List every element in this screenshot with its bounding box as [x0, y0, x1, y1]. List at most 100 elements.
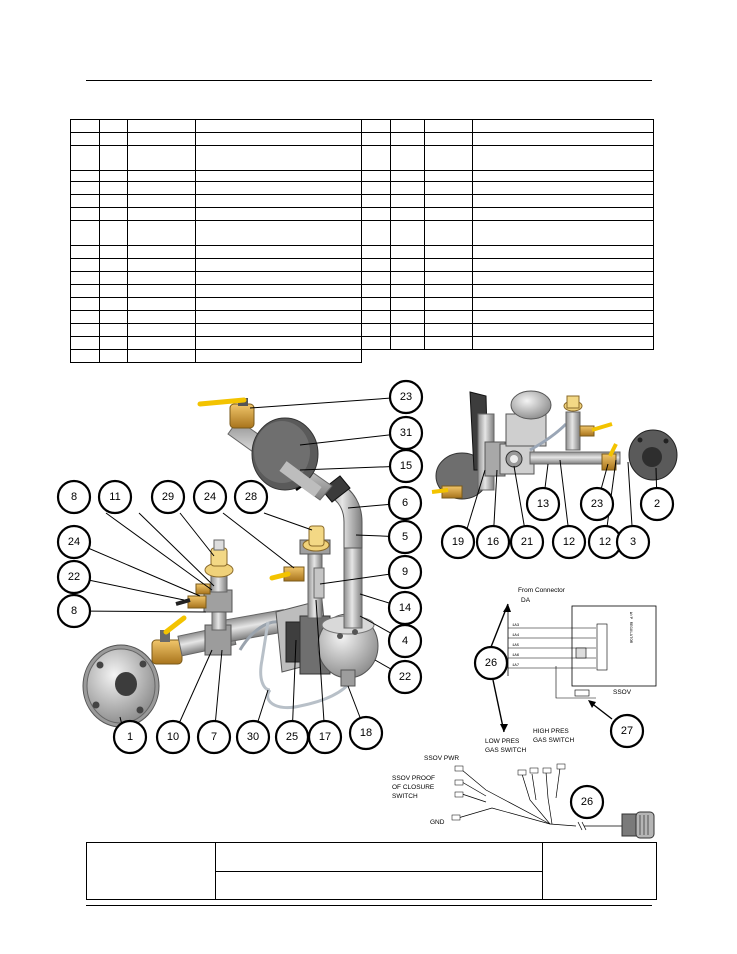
regulator-label: W/P REGULATOR	[628, 612, 633, 644]
svg-text:24: 24	[204, 491, 216, 503]
svg-text:28: 28	[245, 491, 257, 503]
inlet-flange	[82, 644, 160, 728]
callouts: 23 31 15 6 5 9 14 4 22 8 11 29 24 28 24 …	[56, 379, 675, 820]
parts-row	[70, 181, 654, 195]
from-connector-label: From Connector	[518, 587, 566, 594]
callout-16: 16	[475, 524, 511, 560]
wire-label-1: 1A3	[512, 624, 520, 628]
svg-text:8: 8	[71, 605, 77, 617]
low-pres-label: LOW PRES	[485, 738, 520, 745]
parts-row	[70, 271, 654, 285]
svg-text:29: 29	[162, 491, 174, 503]
parts-row	[70, 349, 654, 363]
svg-text:3: 3	[630, 536, 636, 548]
callout-9: 9	[387, 554, 423, 590]
svg-text:22: 22	[399, 671, 411, 683]
callout-24-top: 24	[192, 479, 228, 515]
parts-row	[70, 132, 654, 146]
callout-8-top: 8	[56, 479, 92, 515]
high-gas-switch-label: GAS SWITCH	[533, 737, 574, 744]
callout-23-top: 23	[388, 379, 424, 415]
callout-14: 14	[387, 590, 423, 626]
callout-28: 28	[233, 479, 269, 515]
wiring-schematic: From Connector DA 1A3 1A4 1A5 1A6 1A7 W/…	[392, 587, 657, 839]
svg-text:18: 18	[360, 727, 372, 739]
callout-24-left: 24	[56, 524, 92, 560]
wire-label-4: 1A6	[512, 654, 520, 658]
parts-cell	[195, 220, 362, 246]
parts-row	[70, 336, 654, 350]
svg-text:25: 25	[286, 731, 298, 743]
low-gas-switch-label: GAS SWITCH	[485, 747, 526, 754]
callout-25: 25	[274, 719, 310, 755]
svg-text:26: 26	[581, 796, 593, 808]
switch-label: SWITCH	[392, 793, 418, 800]
callout-6: 6	[387, 485, 423, 521]
svg-text:2: 2	[654, 498, 660, 510]
parts-list-table	[70, 119, 654, 363]
svg-text:10: 10	[167, 731, 179, 743]
callout-19: 19	[440, 524, 476, 560]
wire-label-3: 1A5	[512, 644, 520, 648]
callout-18: 18	[348, 715, 384, 751]
ssov-pwr-label: SSOV PWR	[424, 755, 459, 762]
gnd-label: GND	[430, 819, 445, 826]
parts-cell	[195, 145, 362, 171]
callout-26-plug: 26	[569, 784, 605, 820]
callout-21: 21	[509, 524, 545, 560]
callout-23-inset: 23	[579, 486, 615, 522]
callout-15: 15	[388, 448, 424, 484]
footer-cell-subtitle	[215, 870, 543, 900]
parts-cell	[127, 145, 196, 171]
parts-cell	[390, 145, 425, 171]
ssov-proof-label: SSOV PROOF	[392, 775, 435, 782]
callout-11: 11	[97, 479, 133, 515]
callout-2: 2	[639, 486, 675, 522]
callout-26-wiring: 26	[473, 645, 509, 681]
wire-label-2: 1A4	[512, 634, 520, 638]
callout-17: 17	[307, 719, 343, 755]
footer-title-block	[86, 842, 657, 900]
high-pres-label: HIGH PRES	[533, 728, 569, 735]
svg-text:8: 8	[71, 491, 77, 503]
svg-text:16: 16	[487, 536, 499, 548]
callout-12-a: 12	[551, 524, 587, 560]
parts-row	[70, 145, 654, 171]
parts-cell	[472, 336, 654, 350]
ssov-label: SSOV	[613, 689, 632, 696]
svg-text:17: 17	[319, 731, 331, 743]
footer-cell-title	[215, 842, 543, 872]
callout-27: 27	[609, 713, 645, 749]
parts-cell	[424, 145, 473, 171]
main-callout-leaders	[73, 396, 407, 738]
svg-text:31: 31	[400, 427, 412, 439]
svg-text:9: 9	[402, 566, 408, 578]
callout-1: 1	[112, 719, 148, 755]
svg-text:19: 19	[452, 536, 464, 548]
svg-text:23: 23	[591, 498, 603, 510]
svg-text:26: 26	[485, 657, 497, 669]
parts-cell	[472, 145, 654, 171]
footer-rule	[86, 905, 652, 906]
callout-3: 3	[615, 524, 651, 560]
parts-cell	[127, 220, 196, 246]
callout-31: 31	[388, 415, 424, 451]
main-gas-train	[82, 397, 379, 728]
svg-text:14: 14	[399, 602, 411, 614]
parts-row	[70, 170, 654, 182]
callout-4: 4	[387, 623, 423, 659]
svg-text:24: 24	[68, 536, 80, 548]
inset-gas-train-rear	[431, 390, 678, 500]
header-rule	[86, 80, 652, 81]
callout-8-left: 8	[56, 593, 92, 629]
wire-label-5: 1A7	[512, 664, 520, 668]
svg-text:11: 11	[109, 491, 120, 503]
svg-text:22: 22	[68, 571, 80, 583]
callout-22-left: 22	[56, 559, 92, 595]
svg-text:13: 13	[537, 498, 549, 510]
callout-5: 5	[387, 519, 423, 555]
svg-text:23: 23	[400, 391, 412, 403]
of-closure-label: OF CLOSURE	[392, 784, 435, 791]
svg-text:6: 6	[402, 497, 408, 509]
